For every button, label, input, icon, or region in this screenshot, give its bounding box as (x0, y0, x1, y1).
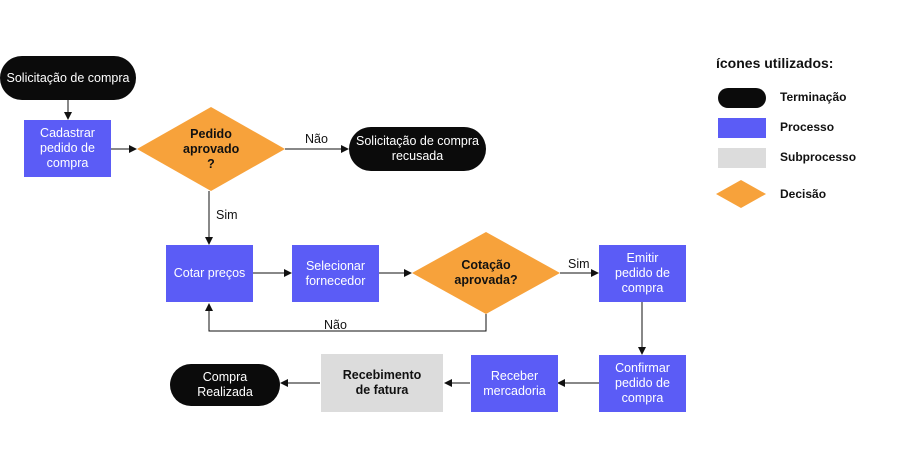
terminal-start: Solicitação de compra (0, 56, 136, 100)
process-cadastrar: Cadastrar pedido de compra (24, 120, 111, 177)
subprocess-recebimento-fatura-label: Recebimento de fatura (342, 368, 422, 397)
process-selecionar-label: Selecionar fornecedor (305, 258, 366, 288)
terminal-recusada-label: Solicitação de compra recusada (356, 134, 479, 163)
legend-title: ícones utilizados: (716, 55, 834, 71)
process-confirmar-label: Confirmar pedido de compra (615, 361, 670, 405)
edge-label-nao-2: Não (324, 318, 347, 332)
terminal-end-label: Compra Realizada (197, 370, 253, 399)
edge-label-sim-1: Sim (216, 208, 238, 222)
legend-terminal-shape (718, 88, 766, 108)
legend-terminacao-label: Terminação (780, 90, 847, 104)
legend-subprocesso-label: Subprocesso (780, 150, 857, 164)
terminal-end: Compra Realizada (170, 364, 280, 406)
legend-process-shape (718, 118, 766, 138)
process-receber: Receber mercadoria (471, 355, 558, 412)
process-receber-label: Receber mercadoria (483, 368, 546, 398)
process-emitir: Emitir pedido de compra (599, 245, 686, 302)
edge-label-sim-2: Sim (568, 257, 590, 271)
decision-pedido-aprovado: Pedido aprovado ? (166, 126, 256, 172)
decision-cotacao-aprovada-label: Cotação aprovada? (454, 258, 518, 287)
decision-cotacao-aprovada: Cotação aprovada? (441, 258, 531, 288)
edge-label-nao-1: Não (305, 132, 328, 146)
edge-cotacao-to-cotar (205, 303, 487, 332)
subprocess-recebimento-fatura: Recebimento de fatura (321, 354, 443, 412)
legend-decision-shape (716, 180, 766, 208)
legend-processo-label: Processo (780, 120, 835, 134)
process-confirmar: Confirmar pedido de compra (599, 355, 686, 412)
process-emitir-label: Emitir pedido de compra (615, 251, 670, 295)
terminal-start-label: Solicitação de compra (6, 70, 130, 85)
legend-subprocess-shape (718, 148, 766, 168)
process-cotar: Cotar preços (166, 245, 253, 302)
decision-pedido-aprovado-label: Pedido aprovado ? (183, 126, 240, 171)
legend-decisao-label: Decisão (780, 187, 827, 201)
process-selecionar: Selecionar fornecedor (292, 245, 379, 302)
terminal-recusada: Solicitação de compra recusada (349, 127, 486, 171)
process-cadastrar-label: Cadastrar pedido de compra (40, 126, 95, 170)
process-cotar-label: Cotar preços (173, 266, 246, 280)
decision-pedido-aprovado-shape (137, 107, 285, 191)
decision-cotacao-aprovada-shape (412, 232, 560, 314)
